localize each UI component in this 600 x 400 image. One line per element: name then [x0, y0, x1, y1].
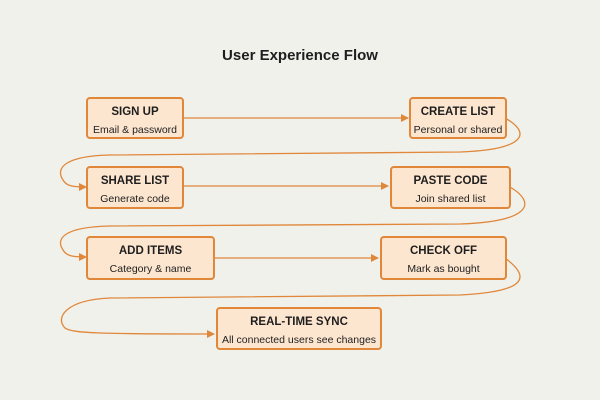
node-add-items-label: ADD ITEMS — [118, 245, 183, 257]
node-paste-code-sub: Join shared list — [415, 193, 486, 205]
node-check-off-sub: Mark as bought — [407, 263, 480, 275]
node-sign-up: SIGN UP Email & password — [86, 97, 184, 139]
node-real-time-sync-label: REAL-TIME SYNC — [250, 316, 348, 328]
node-paste-code: PASTE CODE Join shared list — [390, 166, 511, 209]
arrow-createlist-to-sharelist — [59, 117, 521, 191]
arrow-checkoff-to-sync — [60, 257, 521, 338]
node-share-list-label: SHARE LIST — [100, 175, 170, 187]
node-add-items: ADD ITEMS Category & name — [86, 236, 215, 280]
node-create-list-sub: Personal or shared — [413, 124, 503, 136]
node-check-off-label: CHECK OFF — [409, 245, 478, 257]
node-sign-up-sub: Email & password — [92, 124, 178, 136]
node-add-items-sub: Category & name — [109, 263, 192, 275]
node-real-time-sync: REAL-TIME SYNC All connected users see c… — [216, 307, 382, 350]
node-create-list: CREATE LIST Personal or shared — [409, 97, 507, 139]
node-share-list-sub: Generate code — [100, 193, 170, 205]
node-real-time-sync-sub: All connected users see changes — [221, 334, 377, 346]
node-check-off: CHECK OFF Mark as bought — [380, 236, 507, 280]
arrow-pastecode-to-additems — [59, 186, 526, 261]
node-share-list: SHARE LIST Generate code — [86, 166, 184, 209]
node-create-list-label: CREATE LIST — [420, 106, 496, 118]
diagram-title: User Experience Flow — [222, 47, 378, 64]
node-paste-code-label: PASTE CODE — [413, 175, 488, 187]
node-sign-up-label: SIGN UP — [111, 106, 159, 118]
